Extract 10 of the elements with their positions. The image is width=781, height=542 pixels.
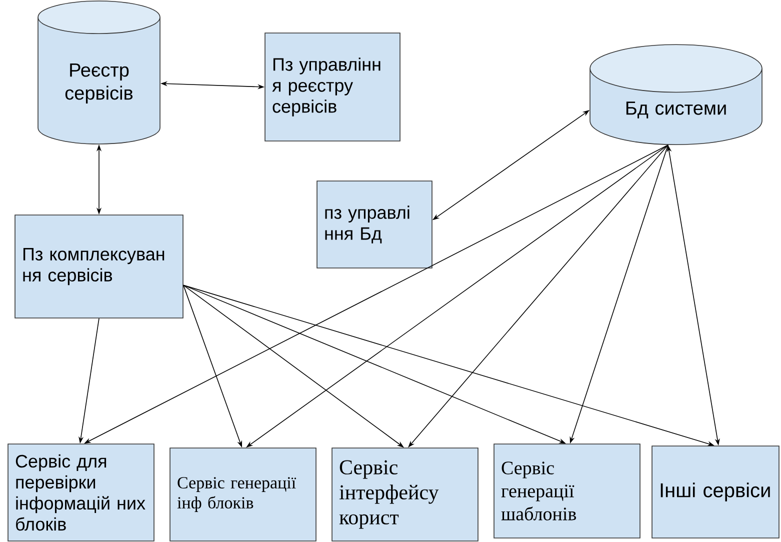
process-box: Пз комплексуван ня сервісів	[14, 214, 184, 318]
process-box: пз управлі ння Бд	[316, 180, 432, 268]
database-cylinder: Реєстр сервісів	[38, 0, 160, 144]
process-box: Сервіс для перевірки інформацій них блоків	[8, 444, 154, 542]
database-cylinder: Бд системи	[590, 44, 762, 146]
process-box: Сервіс інтерфейсу корист	[332, 448, 478, 542]
process-box: Пз управлінн я реєстру сервісів	[264, 32, 400, 142]
process-box: Інші сервіси	[652, 446, 780, 538]
process-box: Сервіс генерації шаблонів	[494, 444, 640, 538]
process-box: Сервіс генерації інф блоків	[170, 448, 316, 542]
